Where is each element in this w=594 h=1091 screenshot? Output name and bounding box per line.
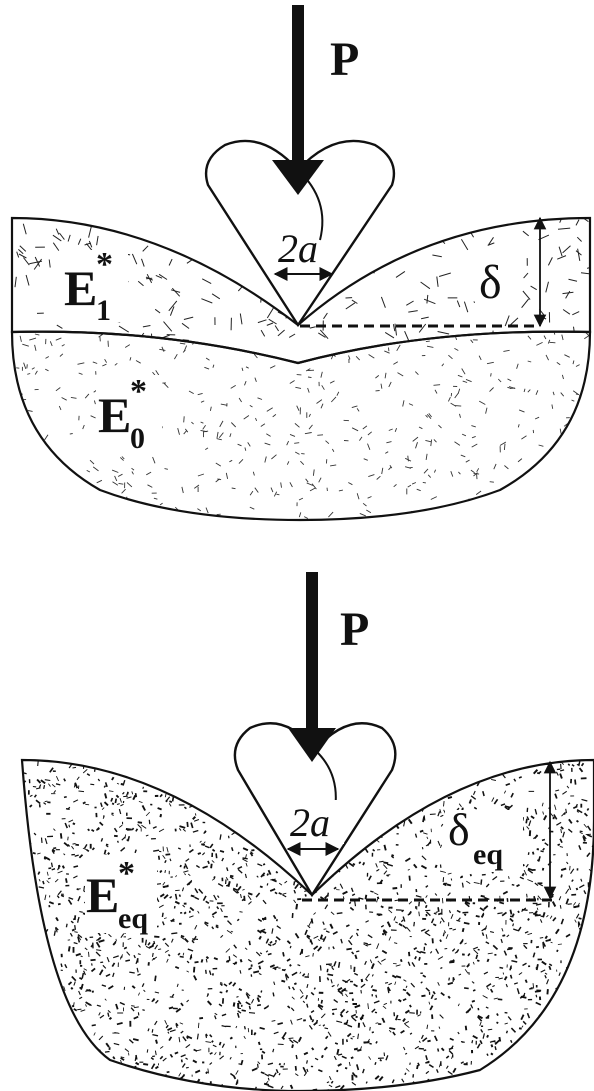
- depth-dimension-equivalent: [302, 760, 557, 902]
- equivalent-modulus-subscript: eq: [118, 902, 148, 935]
- load-arrow: [272, 5, 324, 195]
- substrate-modulus-label: E: [98, 387, 131, 443]
- equivalent-modulus-superscript: *: [118, 855, 135, 892]
- depth-dimension: [300, 216, 547, 328]
- depth-label-equivalent: δ: [448, 804, 470, 855]
- substrate-modulus-subscript: 0: [130, 422, 145, 455]
- coating-modulus-label: E: [64, 260, 97, 316]
- substrate-modulus-superscript: *: [130, 373, 147, 410]
- depth-label-equivalent-subscript: eq: [473, 838, 503, 871]
- bottom-panel: P 2a δ eq E eq *: [20, 572, 594, 1091]
- depth-label: δ: [479, 256, 502, 309]
- load-arrow-equivalent: [288, 572, 336, 762]
- load-label-equivalent: P: [340, 603, 369, 656]
- coating-modulus-superscript: *: [96, 246, 113, 283]
- contact-width-label: 2a: [278, 226, 318, 271]
- top-panel: P 2a δ E 1 * E 0 *: [10, 5, 592, 522]
- contact-width-label-equivalent: 2a: [290, 800, 330, 845]
- coating-modulus-subscript: 1: [96, 294, 111, 327]
- equivalent-modulus-label: E: [86, 867, 119, 923]
- load-label: P: [330, 33, 359, 86]
